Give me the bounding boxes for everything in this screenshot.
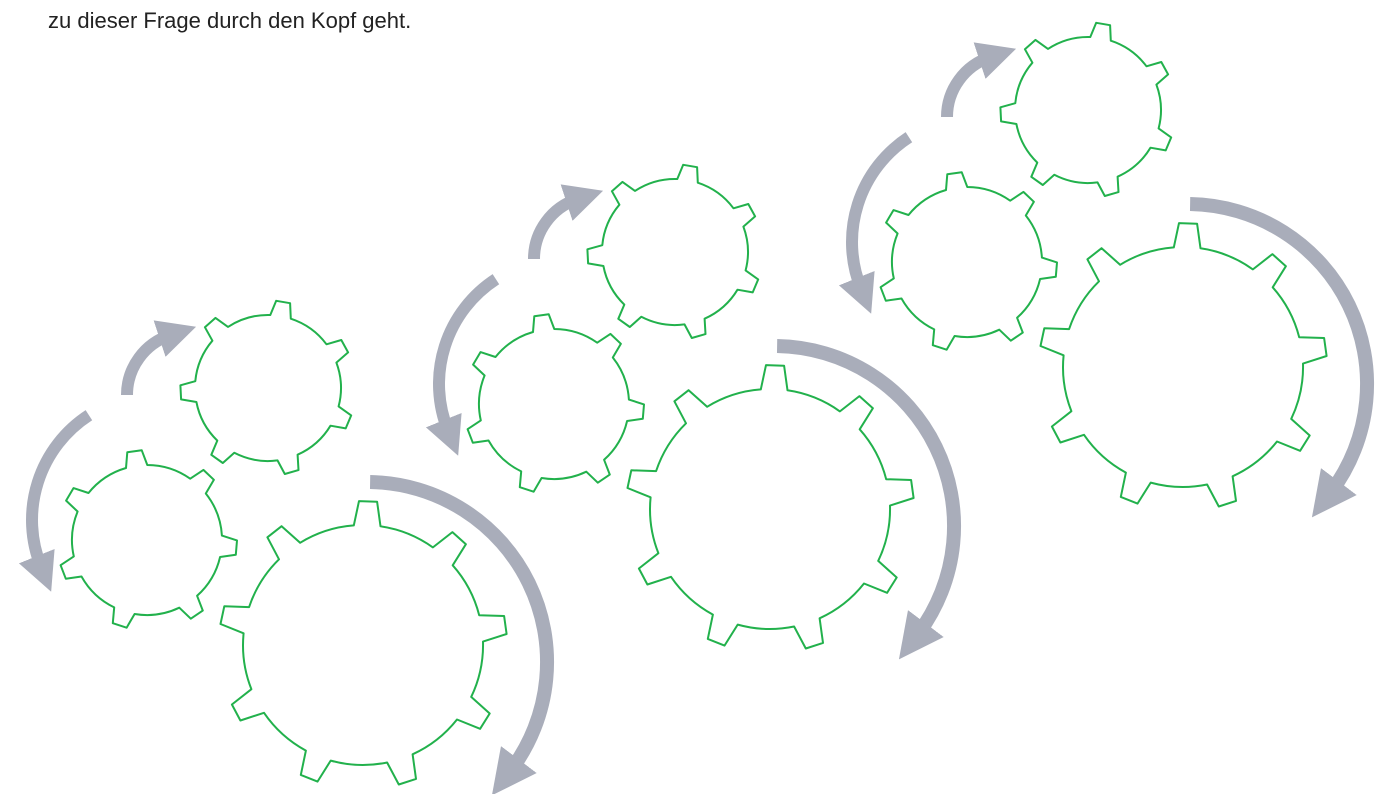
small-gear-icon xyxy=(180,301,351,474)
large-arc-arrow-curved-arrow-icon xyxy=(777,346,954,634)
upper-arc-arrow-curved-arrow-icon xyxy=(127,335,171,395)
medium-gear-icon xyxy=(468,314,644,492)
large-gear-icon xyxy=(1041,223,1327,506)
medium-gear-icon xyxy=(881,172,1057,350)
large-arc-arrow-curved-arrow-icon xyxy=(1190,204,1367,492)
large-arc-arrow-curved-arrow-icon xyxy=(370,482,547,770)
large-gear-icon xyxy=(628,365,914,648)
small-gear-icon xyxy=(587,165,758,338)
gear-group-1 xyxy=(32,301,547,785)
small-gear-icon xyxy=(1000,23,1171,196)
medium-gear-icon xyxy=(61,450,237,628)
gear-group-2 xyxy=(439,165,954,649)
large-gear-icon xyxy=(221,501,507,784)
upper-arc-arrow-curved-arrow-icon xyxy=(947,57,991,117)
upper-arc-arrow-curved-arrow-icon xyxy=(534,199,578,259)
